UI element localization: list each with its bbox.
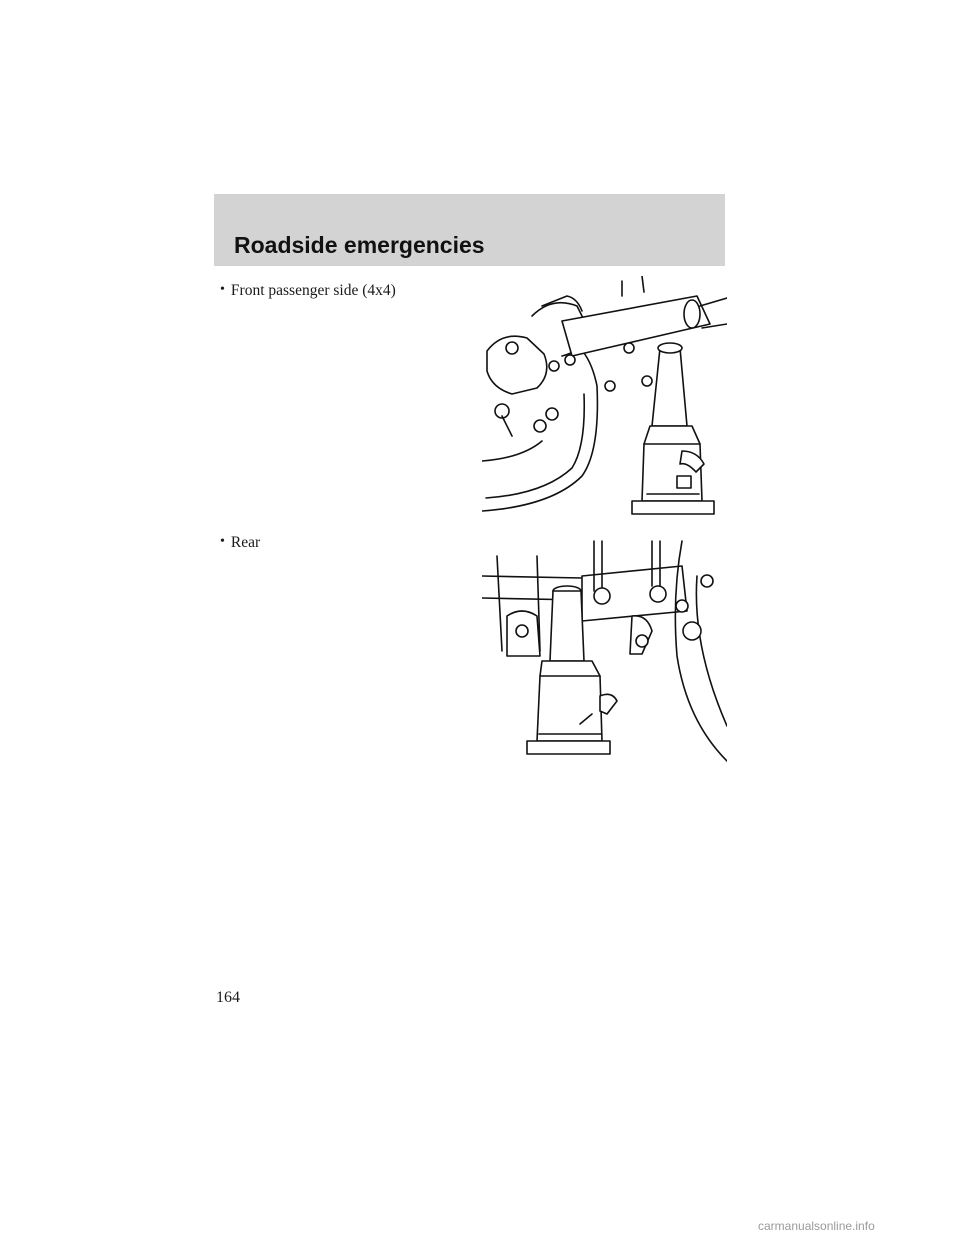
bullet-front-passenger-side: • Front passenger side (4x4)	[220, 282, 396, 300]
page-number: 164	[216, 989, 240, 1006]
section-header-band	[214, 194, 725, 266]
bullet-text: Rear	[230, 534, 261, 551]
bullet-marker: •	[220, 534, 225, 549]
watermark: carmanualsonline.info	[758, 1219, 875, 1233]
bullet-marker: •	[220, 282, 225, 297]
jack-under-front-axle-illustration	[482, 276, 727, 515]
jack-under-rear-axle-illustration	[482, 540, 727, 762]
bullet-text: Front passenger side (4x4)	[230, 282, 396, 299]
bullet-rear: • Rear	[220, 534, 260, 552]
section-title: Roadside emergencies	[234, 232, 485, 258]
